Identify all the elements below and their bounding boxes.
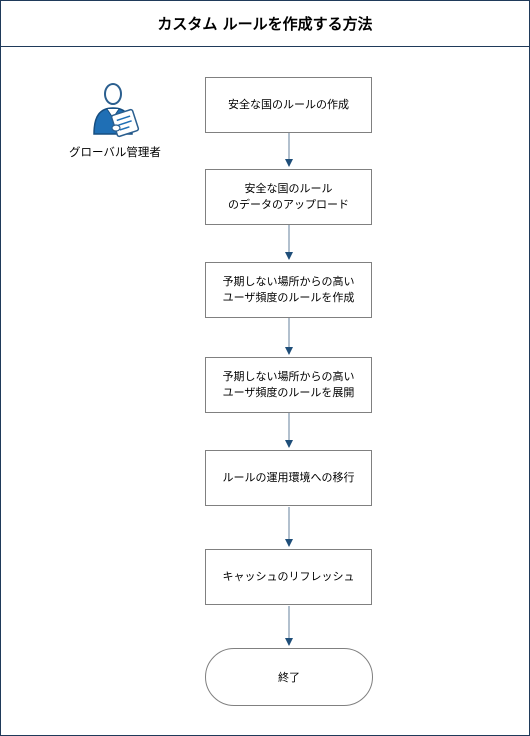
role-label: グローバル管理者 bbox=[69, 145, 161, 159]
administrator-person-with-clipboard-icon bbox=[93, 83, 140, 138]
step-2-line-2: のデータのアップロード bbox=[228, 198, 349, 211]
step-5-line-1: ルールの運用環境への移行 bbox=[222, 471, 355, 485]
step-4-box: 予期しない場所からの高い ユーザ頻度のルールを展開 bbox=[205, 357, 372, 413]
step-1-box: 安全な国のルールの作成 bbox=[205, 77, 372, 133]
step-5-box: ルールの運用環境への移行 bbox=[205, 450, 372, 506]
step-4-line-1: 予期しない場所からの高い bbox=[222, 370, 355, 384]
step-2-box: 安全な国のルール のデータのアップロード bbox=[205, 169, 372, 225]
diagram-title: カスタム ルールを作成する方法 bbox=[1, 1, 529, 47]
end-terminal: 終了 bbox=[205, 648, 373, 706]
step-6-box: キャッシュのリフレッシュ bbox=[205, 549, 372, 605]
step-3-line-1: 予期しない場所からの高い bbox=[222, 275, 355, 289]
step-3-box: 予期しない場所からの高い ユーザ頻度のルールを作成 bbox=[205, 262, 372, 318]
step-1-line-1: 安全な国のルールの作成 bbox=[228, 98, 349, 112]
step-6-line-1: キャッシュのリフレッシュ bbox=[222, 570, 355, 584]
step-2-line-1: 安全な国のルール bbox=[244, 182, 333, 196]
end-label: 終了 bbox=[278, 671, 300, 684]
role-actor: グローバル管理者 bbox=[60, 82, 170, 160]
step-4-line-2: ユーザ頻度のルールを展開 bbox=[222, 386, 355, 399]
step-3-line-2: ユーザ頻度のルールを作成 bbox=[222, 291, 355, 304]
